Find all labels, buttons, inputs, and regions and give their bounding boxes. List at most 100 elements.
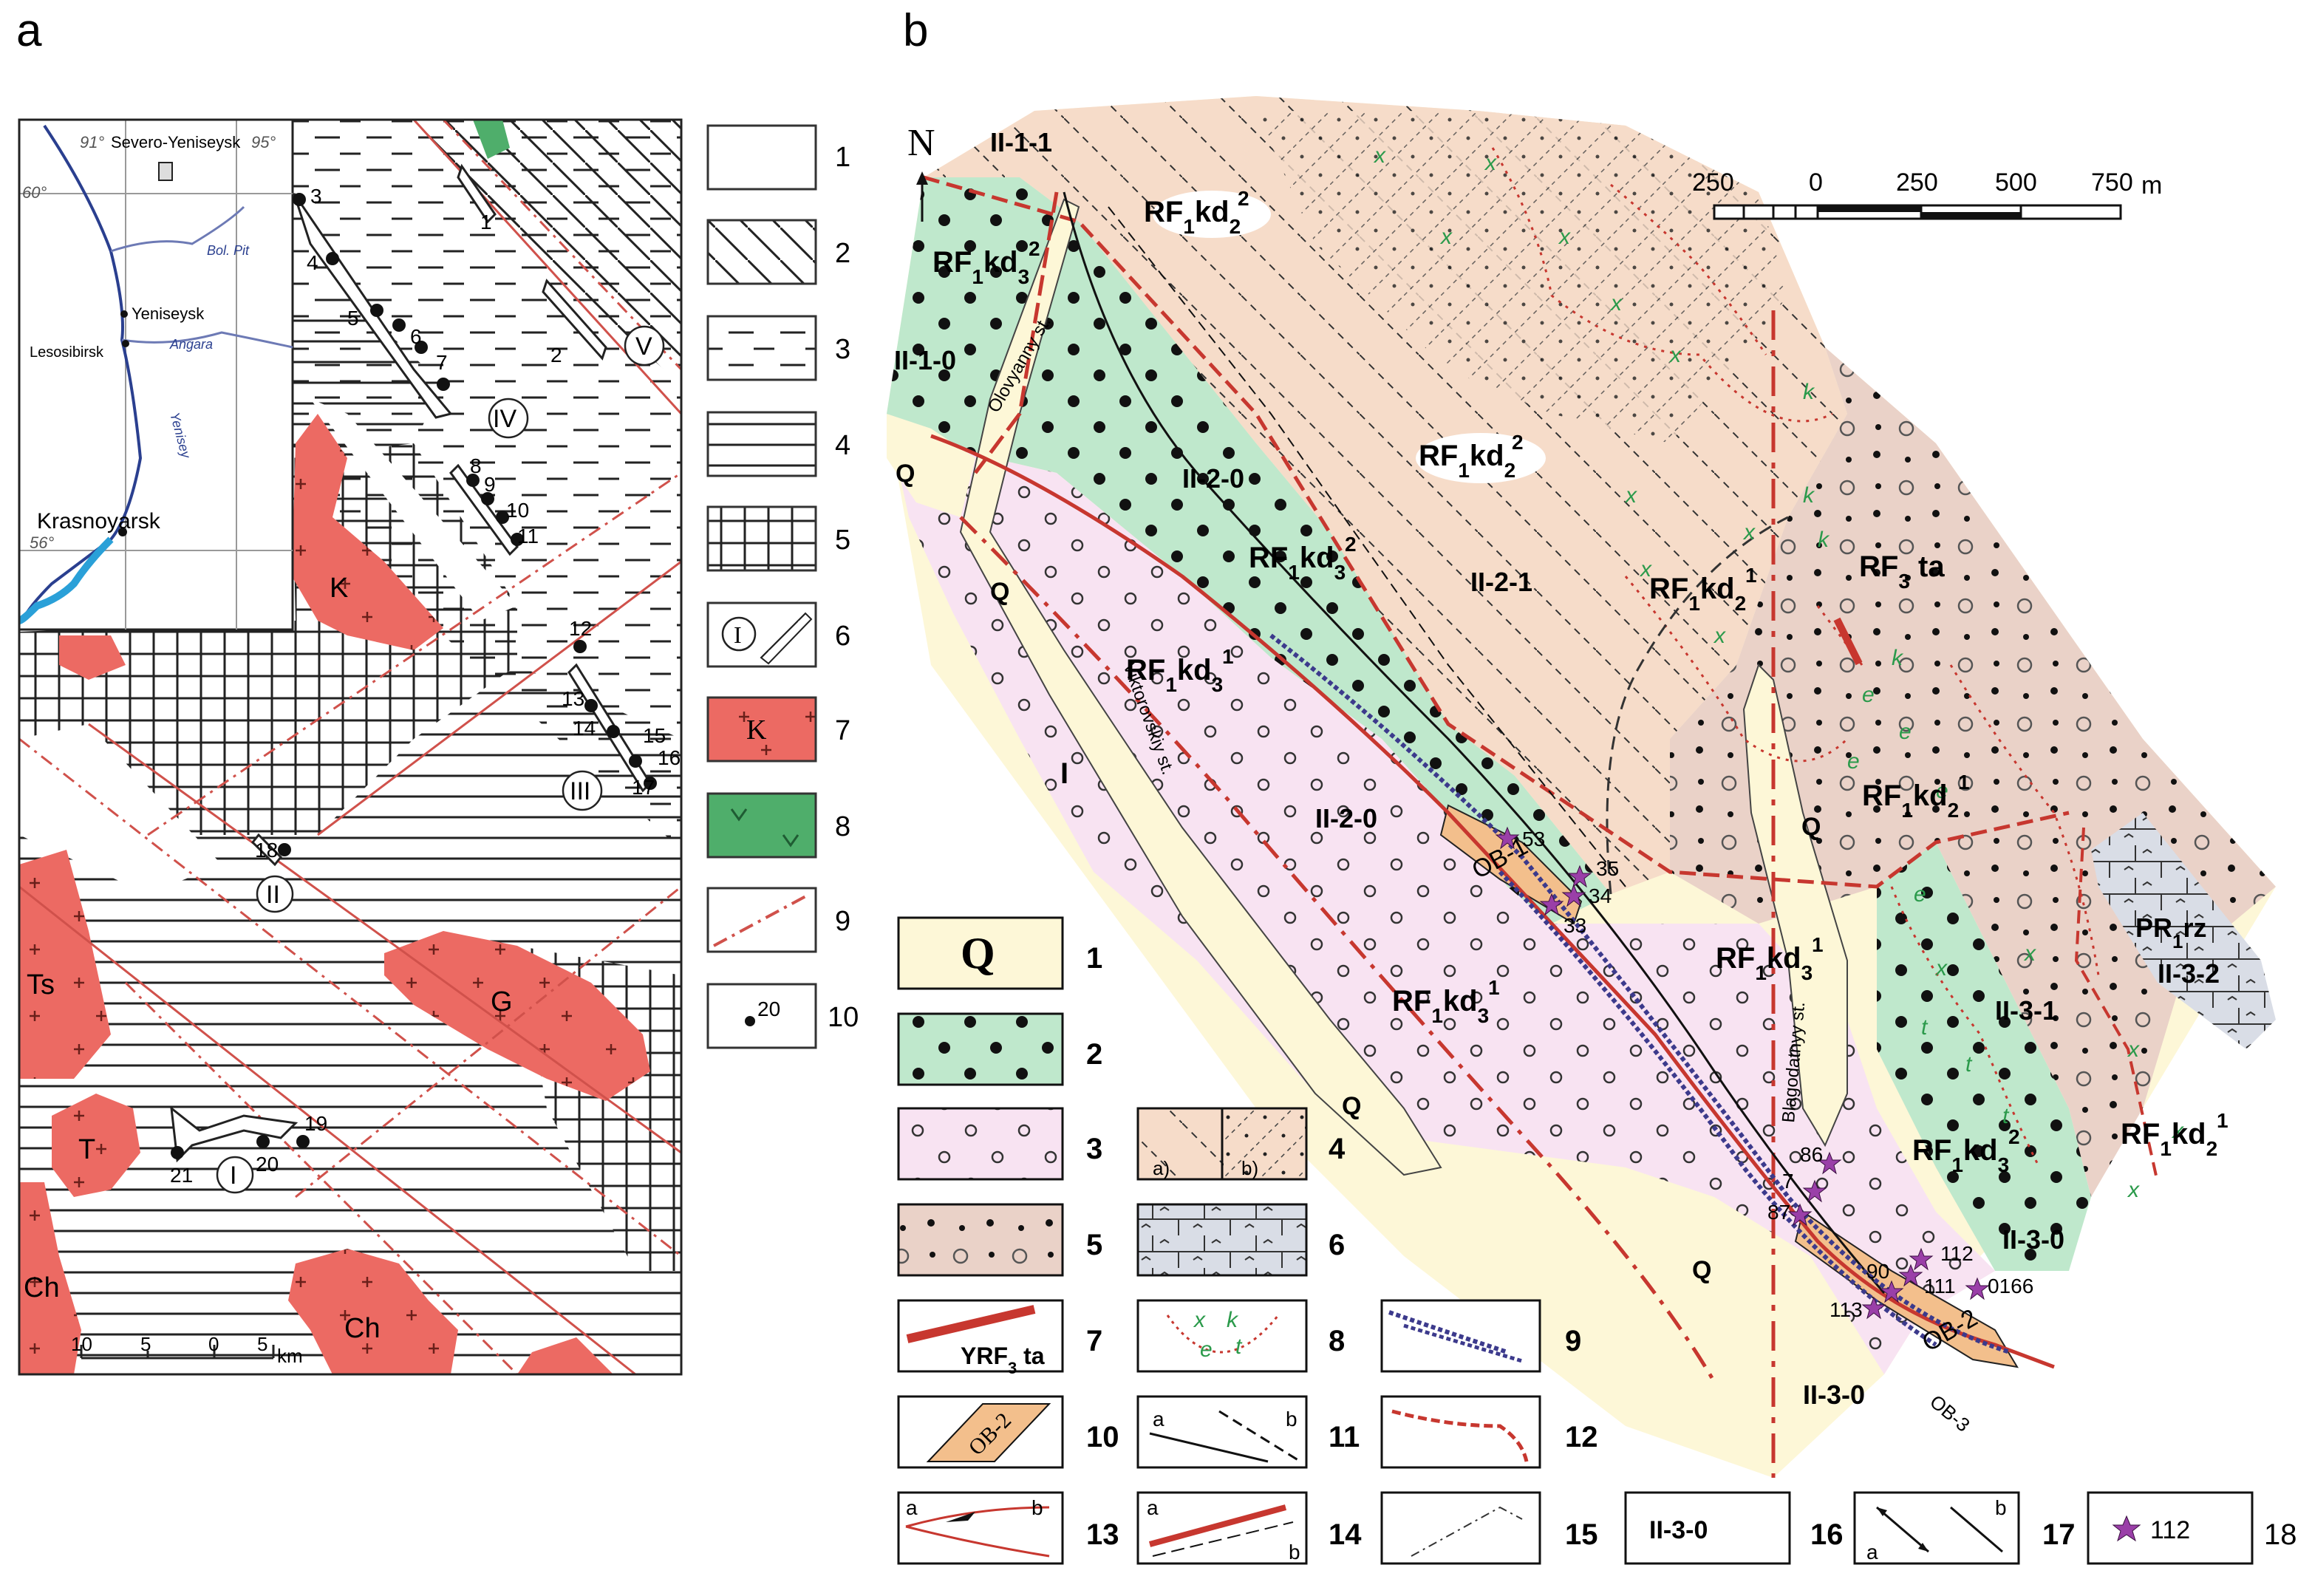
- svg-text:k: k: [1803, 483, 1815, 508]
- svg-text:x: x: [1624, 483, 1637, 508]
- svg-text:II-1-0: II-1-0: [894, 345, 956, 375]
- svg-text:11: 11: [1329, 1421, 1360, 1453]
- svg-text:13: 13: [562, 687, 584, 710]
- svg-text:2: 2: [550, 344, 562, 366]
- unit-kd3-2-east: [1877, 842, 2091, 1271]
- svg-text:x: x: [2127, 1037, 2140, 1062]
- svg-text:PR1rz: PR1rz: [2135, 913, 2207, 952]
- label-Q-south1: Q: [1342, 1092, 1361, 1120]
- svg-text:5: 5: [257, 1333, 267, 1355]
- svg-text:4: 4: [1329, 1133, 1346, 1165]
- intrusion-small: [59, 635, 126, 680]
- svg-text:3: 3: [1086, 1133, 1102, 1165]
- svg-text:OB-3: OB-3: [1926, 1391, 1974, 1436]
- unit-PR1rz: [2091, 813, 2276, 1049]
- svg-text:9: 9: [484, 473, 496, 496]
- svg-text:III: III: [570, 777, 590, 805]
- svg-text:7: 7: [835, 715, 850, 746]
- svg-text:87: 87: [1767, 1201, 1790, 1224]
- svg-text:II-3-1: II-3-1: [1995, 995, 2057, 1026]
- svg-text:11: 11: [517, 525, 539, 548]
- svg-text:250: 250: [1692, 168, 1734, 197]
- svg-text:t: t: [2002, 1104, 2010, 1128]
- svg-text:112: 112: [2150, 1516, 2190, 1544]
- svg-text:8: 8: [835, 811, 850, 842]
- intrusion-T: [52, 1094, 140, 1197]
- svg-text:x: x: [1713, 624, 1726, 648]
- svg-text:x: x: [1639, 557, 1652, 582]
- svg-text:2: 2: [1086, 1038, 1102, 1071]
- svg-text:t: t: [1965, 1052, 1973, 1077]
- svg-text:x: x: [1484, 151, 1497, 175]
- svg-text:RF1kd2: RF1kd2: [1649, 573, 1746, 615]
- svg-text:I: I: [734, 621, 742, 648]
- svg-text:15: 15: [643, 724, 666, 747]
- inset-city-krasnoyarsk: Krasnoyarsk: [37, 509, 161, 533]
- svg-text:RF1kd2: RF1kd2: [1862, 780, 1959, 822]
- svg-text:II-2-0: II-2-0: [1182, 463, 1244, 494]
- svg-text:b: b: [1995, 1496, 2007, 1519]
- svg-text:x: x: [1558, 225, 1571, 249]
- svg-text:G: G: [491, 986, 513, 1017]
- unit-1-band: [19, 724, 222, 894]
- svg-text:Q: Q: [1692, 1256, 1711, 1284]
- svg-text:35: 35: [1596, 857, 1619, 880]
- svg-text:a: a: [1147, 1496, 1159, 1519]
- svg-text:3: 3: [835, 334, 850, 365]
- panel-b-label: b: [903, 5, 928, 56]
- svg-text:1: 1: [2217, 1109, 2229, 1132]
- svg-text:a: a: [1153, 1408, 1164, 1430]
- svg-text:x: x: [2171, 1119, 2184, 1143]
- deposit-points: [171, 193, 657, 1159]
- svg-text:Ch: Ch: [344, 1313, 381, 1344]
- svg-text:k: k: [1818, 528, 1830, 552]
- svg-text:10: 10: [71, 1333, 92, 1355]
- svg-text:Ts: Ts: [27, 969, 55, 1000]
- unit-kd3-2-west: [887, 177, 1611, 924]
- intrusion-Ch-south: [288, 1249, 458, 1374]
- label-PR1rz: PR1rz: [2135, 913, 2207, 952]
- svg-text:RF1kd3: RF1kd3: [932, 246, 1029, 288]
- svg-text:k: k: [1227, 1308, 1239, 1332]
- svg-text:Q: Q: [896, 460, 915, 488]
- svg-text:x: x: [1193, 1308, 1206, 1332]
- label-Q-south2: Q: [1692, 1256, 1711, 1284]
- svg-text:II-1-1: II-1-1: [990, 127, 1052, 157]
- svg-text:Q: Q: [961, 929, 995, 978]
- svg-text:RF1kd2: RF1kd2: [1144, 196, 1241, 238]
- svg-text:10: 10: [506, 499, 529, 522]
- svg-text:20: 20: [256, 1153, 279, 1176]
- svg-text:112: 112: [1940, 1242, 1974, 1265]
- svg-text:2: 2: [1512, 431, 1524, 454]
- svg-text:Q: Q: [1342, 1092, 1361, 1120]
- north-arrow: N: [907, 122, 935, 222]
- svg-text:1: 1: [1222, 645, 1234, 668]
- svg-text:x: x: [2127, 1178, 2140, 1202]
- svg-text:5: 5: [835, 525, 850, 556]
- svg-text:k: k: [1803, 380, 1815, 404]
- svg-text:RF1kd3: RF1kd3: [1126, 654, 1223, 696]
- svg-text:5: 5: [140, 1333, 151, 1355]
- svg-text:113: 113: [1830, 1298, 1863, 1321]
- intrusion-labels: K Ts G T Ch Ch: [24, 573, 513, 1344]
- svg-text:e: e: [1914, 882, 1926, 907]
- svg-text:x: x: [1934, 956, 1948, 981]
- svg-text:6: 6: [410, 325, 422, 348]
- svg-text:7: 7: [1782, 1170, 1794, 1193]
- inset-city-lesosibirsk: Lesosibirsk: [30, 344, 104, 361]
- svg-text:14: 14: [1329, 1518, 1362, 1551]
- svg-text:e: e: [1847, 749, 1860, 774]
- svg-text:17: 17: [2042, 1518, 2076, 1551]
- svg-text:b: b: [1286, 1408, 1297, 1430]
- svg-text:N: N: [907, 122, 935, 164]
- svg-text:t: t: [1235, 1334, 1243, 1359]
- svg-text:10: 10: [1086, 1421, 1119, 1453]
- svg-text:x: x: [1668, 343, 1682, 367]
- svg-text:II-2-0: II-2-0: [1315, 803, 1377, 833]
- svg-text:12: 12: [569, 617, 592, 640]
